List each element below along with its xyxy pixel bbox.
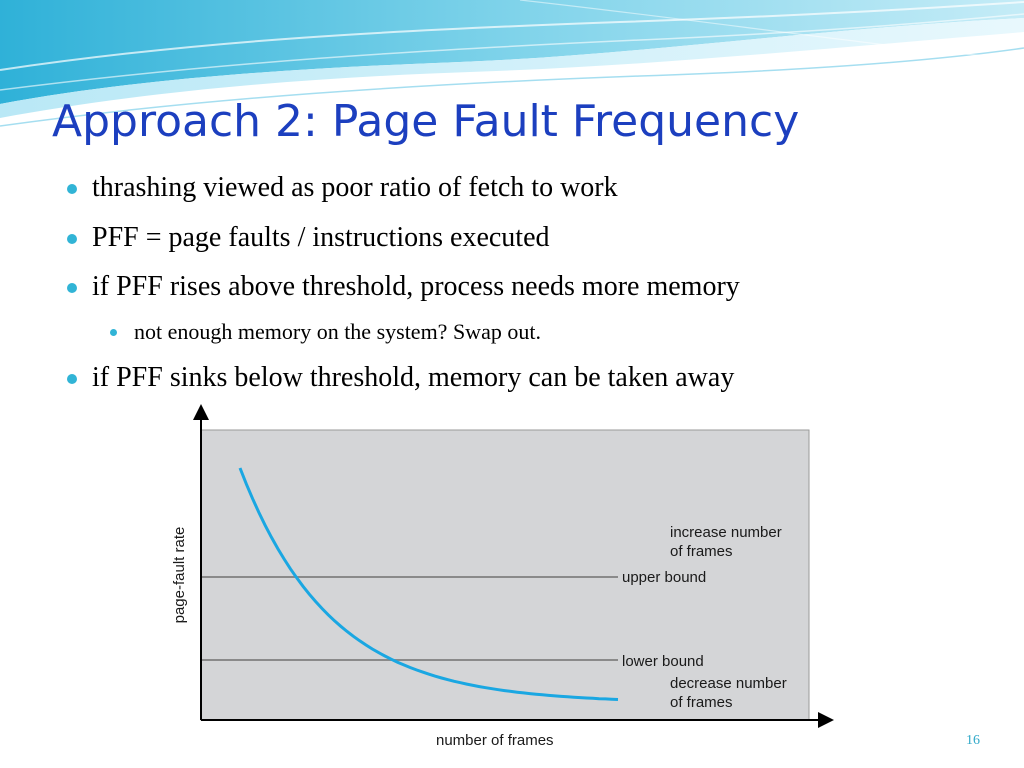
bullet-dot-icon [67,283,77,293]
region-above-label-line1: increase number [670,524,782,541]
region-above-label-line2: of frames [670,543,733,560]
bullet-list: thrashing viewed as poor ratio of fetch … [67,172,740,393]
bullet-text: if PFF rises above threshold, process ne… [92,271,740,302]
sub-bullet-text: not enough memory on the system? Swap ou… [134,319,541,344]
slide-title: Approach 2: Page Fault Frequency [52,96,800,147]
bullet-text: thrashing viewed as poor ratio of fetch … [92,172,618,203]
x-axis-label: number of frames [436,732,554,749]
bullet-dot-icon [67,234,77,244]
wave-header-decoration [0,0,1024,127]
plot-area [200,429,810,721]
y-axis-label: page-fault rate [171,527,188,624]
bullet-dot-icon [67,184,77,194]
region-below-label-line2: of frames [670,694,733,711]
sub-bullet-dot-icon [110,329,117,336]
lower-bound-label: lower bound [622,653,704,670]
upper-bound-label: upper bound [622,569,706,586]
bullet-text: PFF = page faults / instructions execute… [92,222,550,253]
page-fault-rate-curve [238,467,619,701]
bullet-dot-icon [67,374,77,384]
slide-number: 16 [966,733,980,748]
region-below-label-line1: decrease number [670,675,787,692]
bullet-text: if PFF sinks below threshold, memory can… [92,362,735,393]
